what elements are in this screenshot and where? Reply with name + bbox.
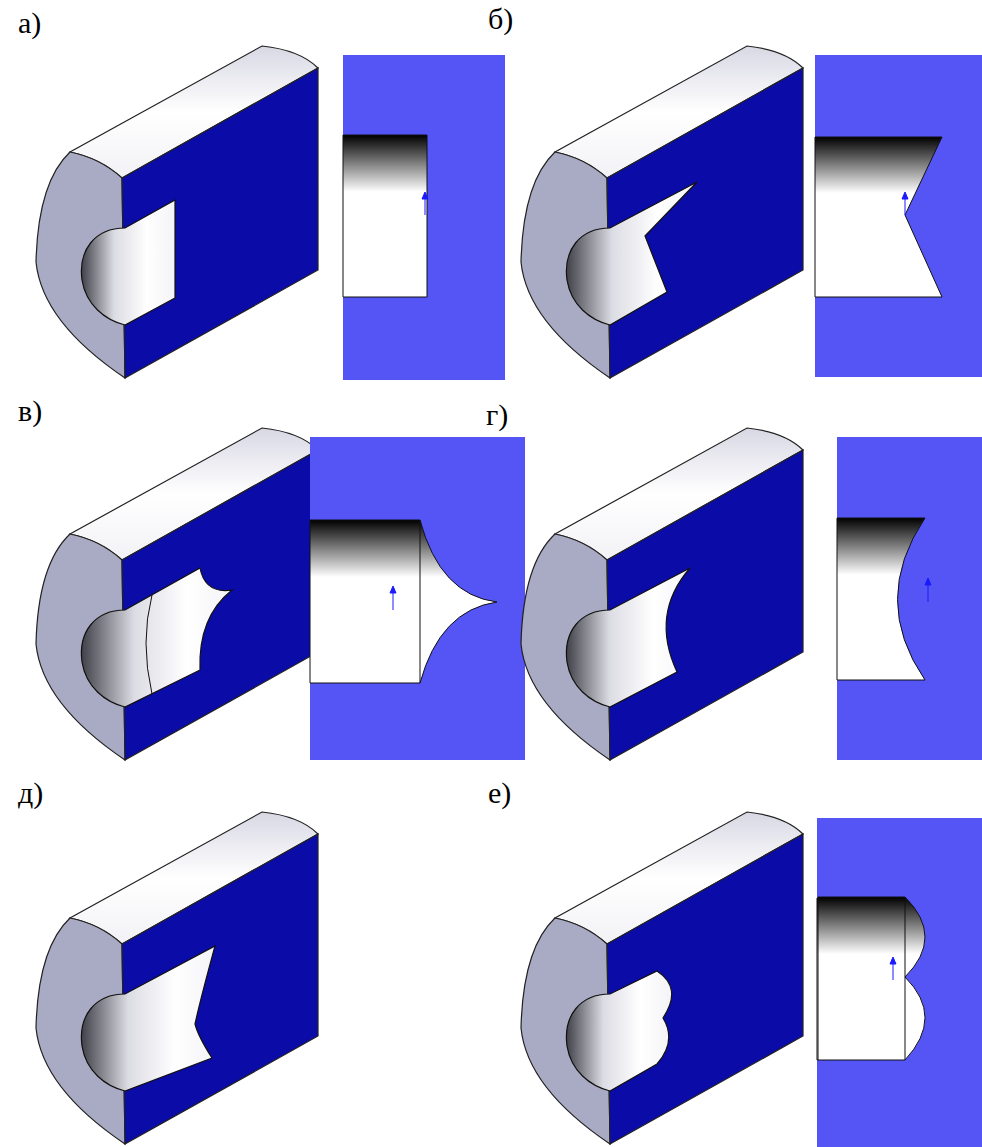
cut-profile — [837, 518, 925, 680]
side-view — [310, 437, 525, 760]
origin-marker — [390, 192, 931, 980]
cut-surface — [566, 568, 690, 707]
side-view — [837, 437, 982, 760]
part-body — [521, 812, 803, 1144]
cut-surface — [81, 946, 215, 1091]
part-body — [521, 46, 803, 378]
cut-profile — [815, 137, 942, 297]
cut-surface — [81, 568, 232, 707]
part-body — [36, 812, 318, 1144]
part-body — [36, 428, 318, 760]
part-body — [521, 428, 803, 760]
edge-line — [905, 897, 906, 1060]
panel-label: а) — [18, 6, 41, 39]
side-view — [815, 55, 982, 377]
part-body — [36, 46, 318, 378]
edge-line — [146, 595, 152, 694]
cut-surface — [566, 182, 697, 325]
side-view — [818, 818, 967, 1147]
panel-label: в) — [18, 394, 42, 427]
panel-label: д) — [18, 776, 43, 809]
cut-profile — [343, 135, 427, 297]
panel-label: г) — [486, 398, 508, 431]
cut-surface — [566, 971, 671, 1091]
cut-profile — [818, 897, 925, 1060]
side-view — [817, 818, 982, 1147]
cut-profile — [310, 520, 497, 683]
side-view — [343, 55, 505, 380]
cut-surface — [81, 200, 175, 325]
panel-label: е) — [488, 776, 511, 809]
panel-label: б) — [488, 2, 513, 35]
edge-line — [420, 520, 421, 683]
